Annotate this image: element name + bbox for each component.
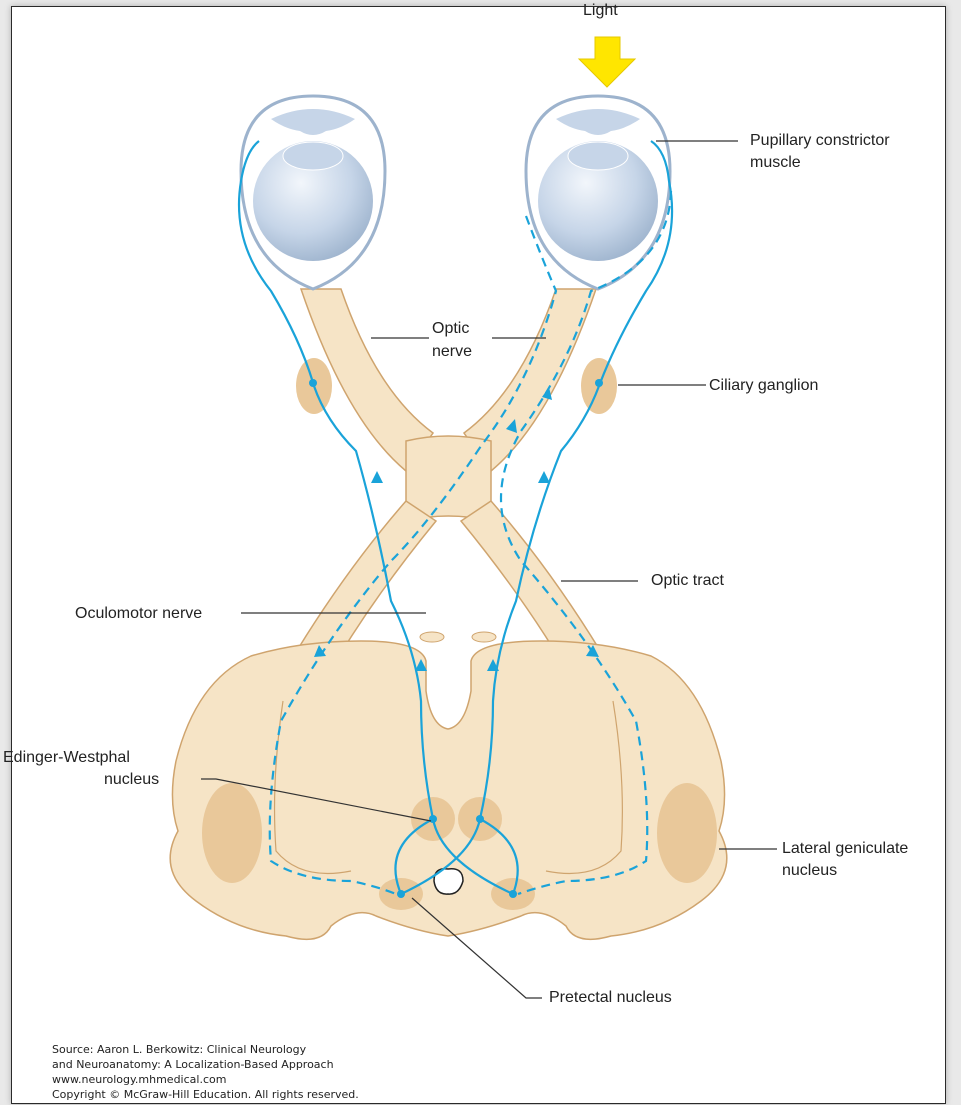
label-optic-nerve-line1: Optic <box>432 319 469 338</box>
label-pupillary-line1: Pupillary constrictor <box>750 131 890 150</box>
label-optic-nerve-line2: nerve <box>432 342 472 361</box>
label-pretectal: Pretectal nucleus <box>549 988 672 1007</box>
label-lgn-line2: nucleus <box>782 861 837 880</box>
eye-left <box>241 96 385 289</box>
label-ciliary-ganglion: Ciliary ganglion <box>709 376 818 395</box>
label-light: Light <box>583 1 618 20</box>
credit-line-1: Source: Aaron L. Berkowitz: Clinical Neu… <box>52 1042 359 1057</box>
lgn-left <box>202 783 262 883</box>
label-edinger-line2: nucleus <box>104 770 159 789</box>
aqueduct-left-stub <box>420 632 444 642</box>
label-oculomotor-nerve: Oculomotor nerve <box>75 604 202 623</box>
light-arrow-icon <box>579 37 635 87</box>
aqueduct-right-stub <box>472 632 496 642</box>
eye-right <box>526 96 670 289</box>
figure-frame: Light Pupillary constrictor muscle Optic… <box>11 6 946 1104</box>
source-credits: Source: Aaron L. Berkowitz: Clinical Neu… <box>52 1042 359 1102</box>
label-lgn-line1: Lateral geniculate <box>782 839 908 858</box>
credit-line-2: and Neuroanatomy: A Localization-Based A… <box>52 1057 359 1072</box>
credit-line-4: Copyright © McGraw-Hill Education. All r… <box>52 1087 359 1102</box>
credit-line-3: www.neurology.mhmedical.com <box>52 1072 359 1087</box>
pupillary-reflex-diagram <box>12 7 947 1105</box>
lgn-right <box>657 783 717 883</box>
label-edinger-line1: Edinger-Westphal <box>3 748 130 767</box>
label-optic-tract: Optic tract <box>651 571 724 590</box>
label-pupillary-line2: muscle <box>750 153 801 172</box>
